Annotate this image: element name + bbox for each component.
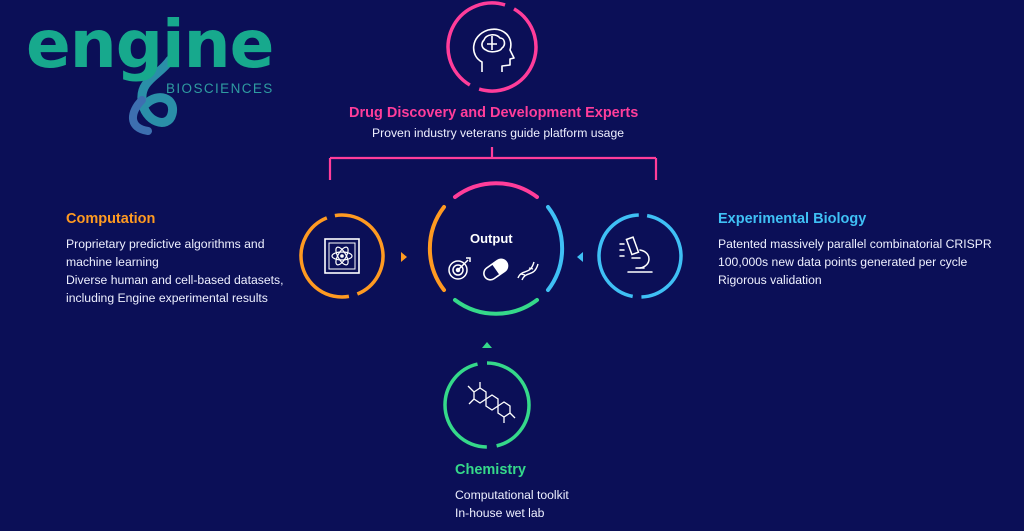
computation-line: Proprietary predictive algorithms and bbox=[66, 237, 265, 251]
arrow-computation-to-output bbox=[401, 252, 407, 262]
computation-line: machine learning bbox=[66, 255, 159, 269]
computation-line: Diverse human and cell-based datasets, bbox=[66, 273, 284, 287]
chemistry-title: Chemistry bbox=[455, 462, 526, 478]
experimental-biology-line: 100,000s new data points generated per c… bbox=[718, 255, 968, 269]
drug-discovery-title: Drug Discovery and Development Experts bbox=[349, 105, 639, 121]
experimental-biology-node bbox=[597, 213, 683, 299]
pill-icon bbox=[483, 258, 509, 281]
drug-discovery-description: Proven industry veterans guide platform … bbox=[372, 124, 624, 142]
computation-title: Computation bbox=[66, 211, 156, 227]
logo-swirl bbox=[129, 55, 178, 135]
chemistry-description: Computational toolkit In-house wet lab bbox=[455, 486, 569, 522]
brain-head-icon bbox=[472, 28, 515, 72]
logo-subtitle: BIOSCIENCES bbox=[166, 81, 274, 96]
drug-discovery-node bbox=[446, 1, 538, 93]
chemistry-line: In-house wet lab bbox=[455, 506, 545, 520]
top-connector bbox=[328, 147, 658, 180]
chemistry-node bbox=[443, 361, 531, 449]
dna-icon bbox=[517, 261, 539, 281]
experimental-biology-description: Patented massively parallel combinatoria… bbox=[718, 235, 992, 289]
target-icon bbox=[448, 257, 471, 280]
atom-chip-icon bbox=[324, 238, 360, 274]
output-label: Output bbox=[470, 231, 513, 246]
chemistry-line: Computational toolkit bbox=[455, 488, 569, 502]
experimental-biology-title: Experimental Biology bbox=[718, 211, 867, 227]
experimental-biology-line: Patented massively parallel combinatoria… bbox=[718, 237, 992, 251]
output-node bbox=[427, 181, 565, 316]
microscope-icon bbox=[619, 236, 653, 273]
computation-line: including Engine experimental results bbox=[66, 291, 268, 305]
logo-wordmark: engine bbox=[26, 6, 274, 83]
arrow-biology-to-output bbox=[577, 252, 583, 262]
experimental-biology-line: Rigorous validation bbox=[718, 273, 822, 287]
computation-node bbox=[299, 213, 385, 299]
molecule-icon bbox=[467, 382, 516, 423]
arrow-chemistry-to-output bbox=[482, 342, 492, 348]
computation-description: Proprietary predictive algorithms and ma… bbox=[66, 235, 283, 307]
drug-discovery-line: Proven industry veterans guide platform … bbox=[372, 126, 625, 140]
